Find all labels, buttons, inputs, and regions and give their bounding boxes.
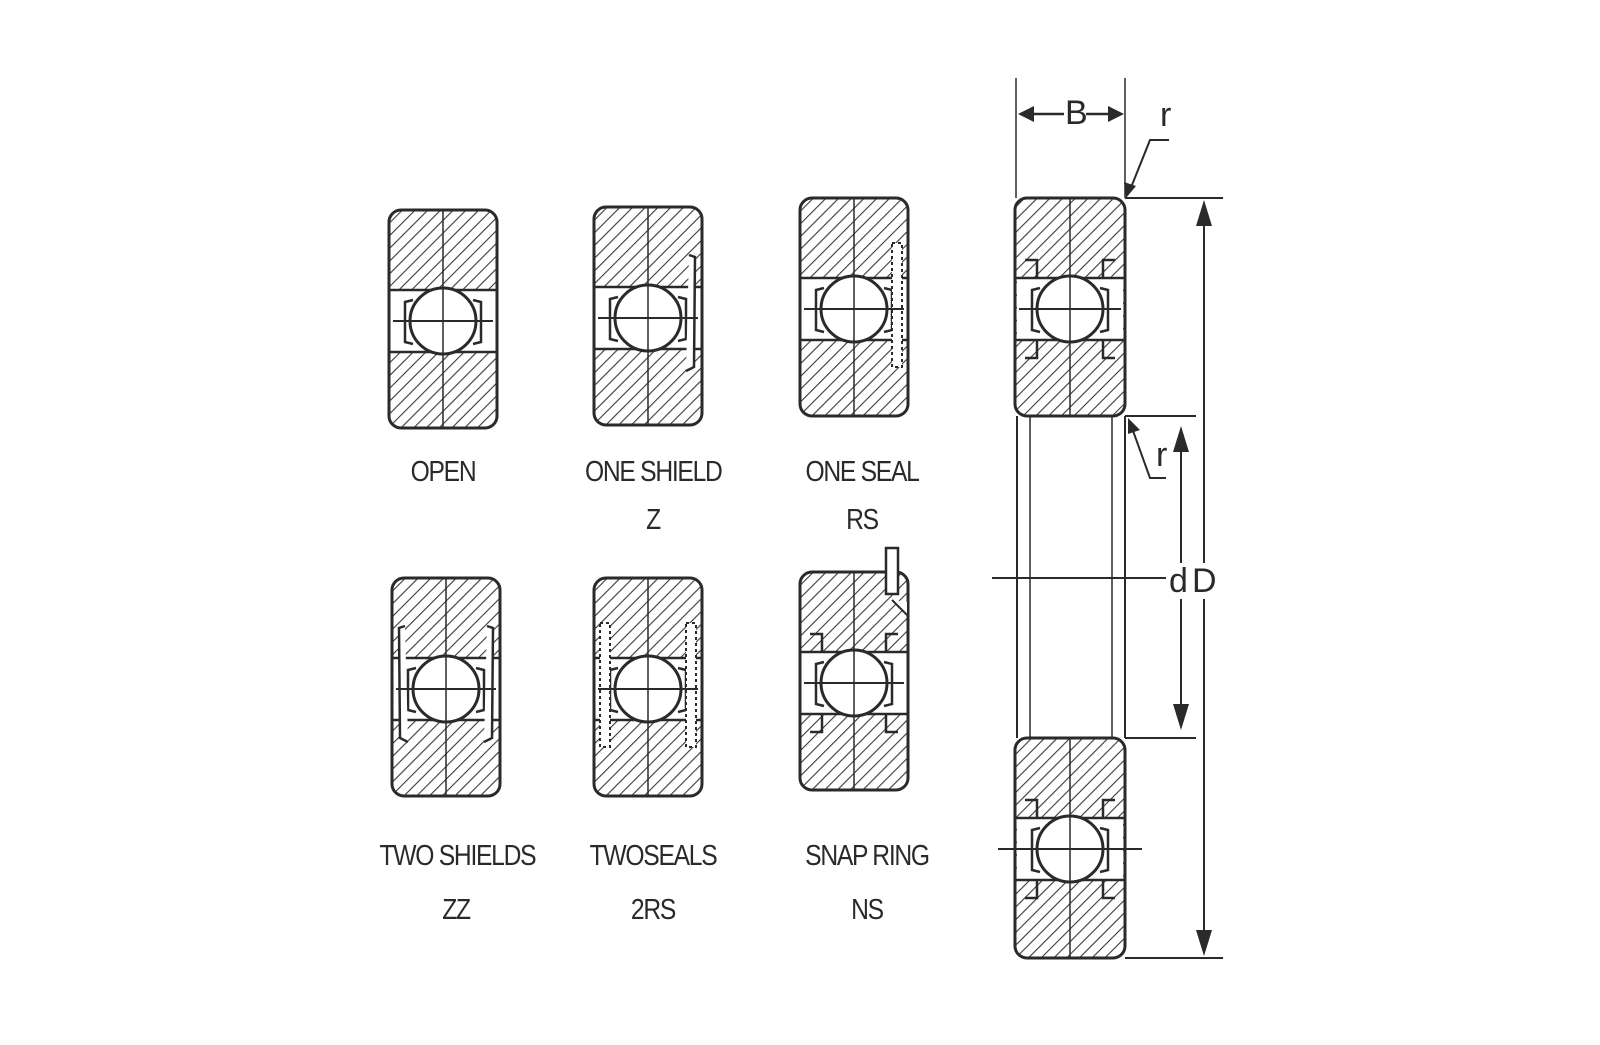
dimension-label-r-top: r [1160, 96, 1172, 134]
variant-name-snap-ring: SNAP RING [805, 840, 930, 872]
dimension-label-d-outer: D [1192, 562, 1217, 600]
bearing-one-seal [798, 196, 910, 418]
bearing-two-shields [390, 576, 502, 798]
variant-code-z: Z [646, 504, 661, 536]
bearing-open [387, 208, 499, 430]
bearing-two-seals [592, 576, 704, 798]
variant-code-2rs: 2RS [630, 894, 676, 926]
bearing-snap-ring [798, 546, 910, 792]
variant-code-zz: ZZ [442, 894, 471, 926]
dimension-label-b: B [1065, 94, 1088, 132]
variant-code-ns: NS [851, 894, 884, 926]
dimension-label-d-bore: d [1169, 562, 1188, 600]
bearing-one-shield [592, 205, 704, 427]
variant-code-rs: RS [846, 504, 879, 536]
variant-name-one-shield: ONE SHIELD [585, 456, 723, 488]
dimension-label-r-bore: r [1156, 436, 1168, 474]
variant-name-two-shields: TWO SHIELDS [379, 840, 537, 872]
variant-name-two-seals: TWOSEALS [589, 840, 718, 872]
bearing-cross-section [992, 78, 1223, 960]
variant-name-open: OPEN [410, 456, 477, 488]
variant-name-one-seal: ONE SEAL [805, 456, 919, 488]
